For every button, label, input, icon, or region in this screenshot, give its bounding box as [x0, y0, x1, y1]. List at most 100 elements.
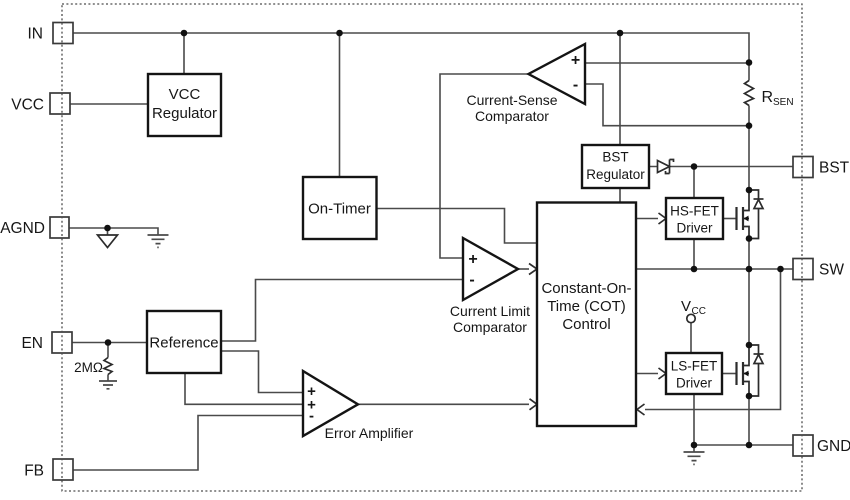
junction [745, 235, 753, 242]
arrow-sw-feedback-into-cot [635, 403, 646, 416]
wire-gnd-line [693, 444, 793, 452]
hs-fet-body-diode-triangle [752, 197, 765, 210]
current-sense-caption-2: Comparator [475, 108, 549, 124]
junction [336, 29, 343, 37]
wire-on-timer-to-cot [376, 207, 537, 244]
wires [69, 32, 793, 471]
vcc-supply-terminal [685, 313, 697, 324]
hs-fet-driver-label-1: HS-FET [670, 204, 719, 219]
rsen-resistor [742, 79, 756, 107]
bootstrap-diode-cathode-bar [664, 158, 675, 175]
pin-gnd [792, 434, 814, 457]
junction [777, 265, 784, 273]
ls-fet-body-diode-triangle [752, 352, 765, 365]
current-sense-caption-1: Current-Sense [466, 92, 557, 108]
hs-fet-transistor [735, 189, 765, 240]
en-pulldown-resistor [101, 356, 114, 376]
junction-dots [104, 29, 784, 449]
hs-fet-drain-stub [743, 190, 750, 212]
cot-control-label-3: Control [562, 316, 610, 333]
wire-ref-to-error-amp-plus1 [221, 350, 303, 394]
vcc-node-subscript: CC [692, 306, 706, 317]
ic-boundary [61, 3, 803, 492]
bst-regulator-block [580, 143, 651, 190]
junction [690, 441, 698, 449]
error-amplifier-caption: Error Amplifier [325, 425, 414, 441]
bst-regulator-label-2: Regulator [586, 167, 645, 182]
wire-ref-to-current-limit-minus [221, 278, 463, 342]
agnd-earth-ground-symbol [147, 234, 169, 249]
pin-en-label: EN [21, 335, 43, 352]
signal-ground-symbol [95, 234, 120, 249]
ls-fet-drain-stub [743, 345, 750, 367]
current-sense-plus-sign: + [571, 52, 580, 69]
pin-bst-label: BST [819, 160, 850, 177]
error-amp-minus-sign: - [309, 408, 314, 425]
amplifier-symbols [301, 42, 587, 439]
junction [690, 265, 698, 273]
wire-agnd [69, 227, 159, 235]
labels: IN VCC AGND EN FB BST SW GND VCC Regulat… [0, 26, 850, 480]
pin-fb [52, 458, 74, 481]
junction [104, 339, 112, 346]
vcc-regulator-block [146, 72, 223, 138]
junction [616, 29, 624, 37]
junction [745, 186, 753, 194]
on-timer-label: On-Timer [308, 201, 371, 218]
wire-in-rail [73, 32, 750, 63]
pin-vcc [49, 92, 71, 115]
ls-fet-driver-label-1: LS-FET [671, 359, 718, 374]
bootstrap-diode [656, 158, 675, 175]
reference-block [145, 309, 223, 375]
arrow-current-limit-into-cot [528, 262, 539, 276]
ls-fet-transistor [735, 344, 765, 397]
hs-fet-source-stub [743, 225, 750, 239]
error-amp-plus2-sign: + [307, 397, 316, 414]
current-limit-comparator-triangle [461, 235, 521, 303]
on-timer-block [301, 175, 378, 241]
wire-cs-output [439, 73, 529, 259]
junction [745, 59, 753, 66]
junction [745, 341, 753, 349]
reference-label: Reference [149, 335, 218, 352]
en-resistor-value-label: 2MΩ [74, 360, 103, 375]
ls-fet-body-arrow [743, 370, 749, 377]
junction [745, 265, 753, 273]
junction [690, 163, 698, 170]
pin-in-label: IN [28, 26, 44, 43]
current-sense-minus-sign: - [573, 77, 578, 94]
vcc-node-label: V [681, 298, 691, 315]
bootstrap-diode-anode-triangle [656, 159, 672, 174]
current-sense-comparator-triangle [525, 42, 587, 106]
pin-vcc-label: VCC [11, 97, 44, 114]
error-amp-plus1-sign: + [307, 383, 316, 400]
bst-regulator-label-1: BST [602, 150, 628, 165]
current-limit-plus-sign: + [468, 251, 477, 268]
power-ground-symbol [683, 451, 705, 466]
current-limit-caption-1: Current Limit [450, 303, 530, 319]
pin-in [52, 21, 74, 45]
current-limit-minus-sign: - [469, 272, 474, 289]
junction [745, 392, 753, 400]
pin-fb-label: FB [24, 463, 44, 480]
en-resistor-ground-symbol [99, 380, 117, 390]
rsen-label: R [762, 89, 774, 106]
wire-sw-feedback-to-cot [645, 269, 782, 411]
cot-control-label-2: Time (COT) [547, 298, 626, 315]
rsen-subscript: SEN [773, 97, 794, 108]
function-blocks [145, 72, 725, 428]
pin-agnd-label: AGND [0, 220, 45, 237]
ls-fet-body-diode-path [749, 344, 760, 397]
pin-terminals [49, 21, 814, 481]
error-amplifier-triangle [301, 368, 361, 439]
hs-fet-driver-block [664, 196, 725, 241]
ls-fet-driver-block [664, 351, 724, 396]
pin-agnd [49, 216, 70, 239]
pin-bst [792, 155, 814, 179]
wire-ref-to-error-amp-plus2 [184, 373, 303, 406]
ls-fet-driver-label-2: Driver [676, 376, 713, 391]
hs-fet-body-arrow [743, 215, 749, 222]
pin-sw [792, 257, 814, 281]
ls-fet-source-stub [743, 380, 750, 396]
